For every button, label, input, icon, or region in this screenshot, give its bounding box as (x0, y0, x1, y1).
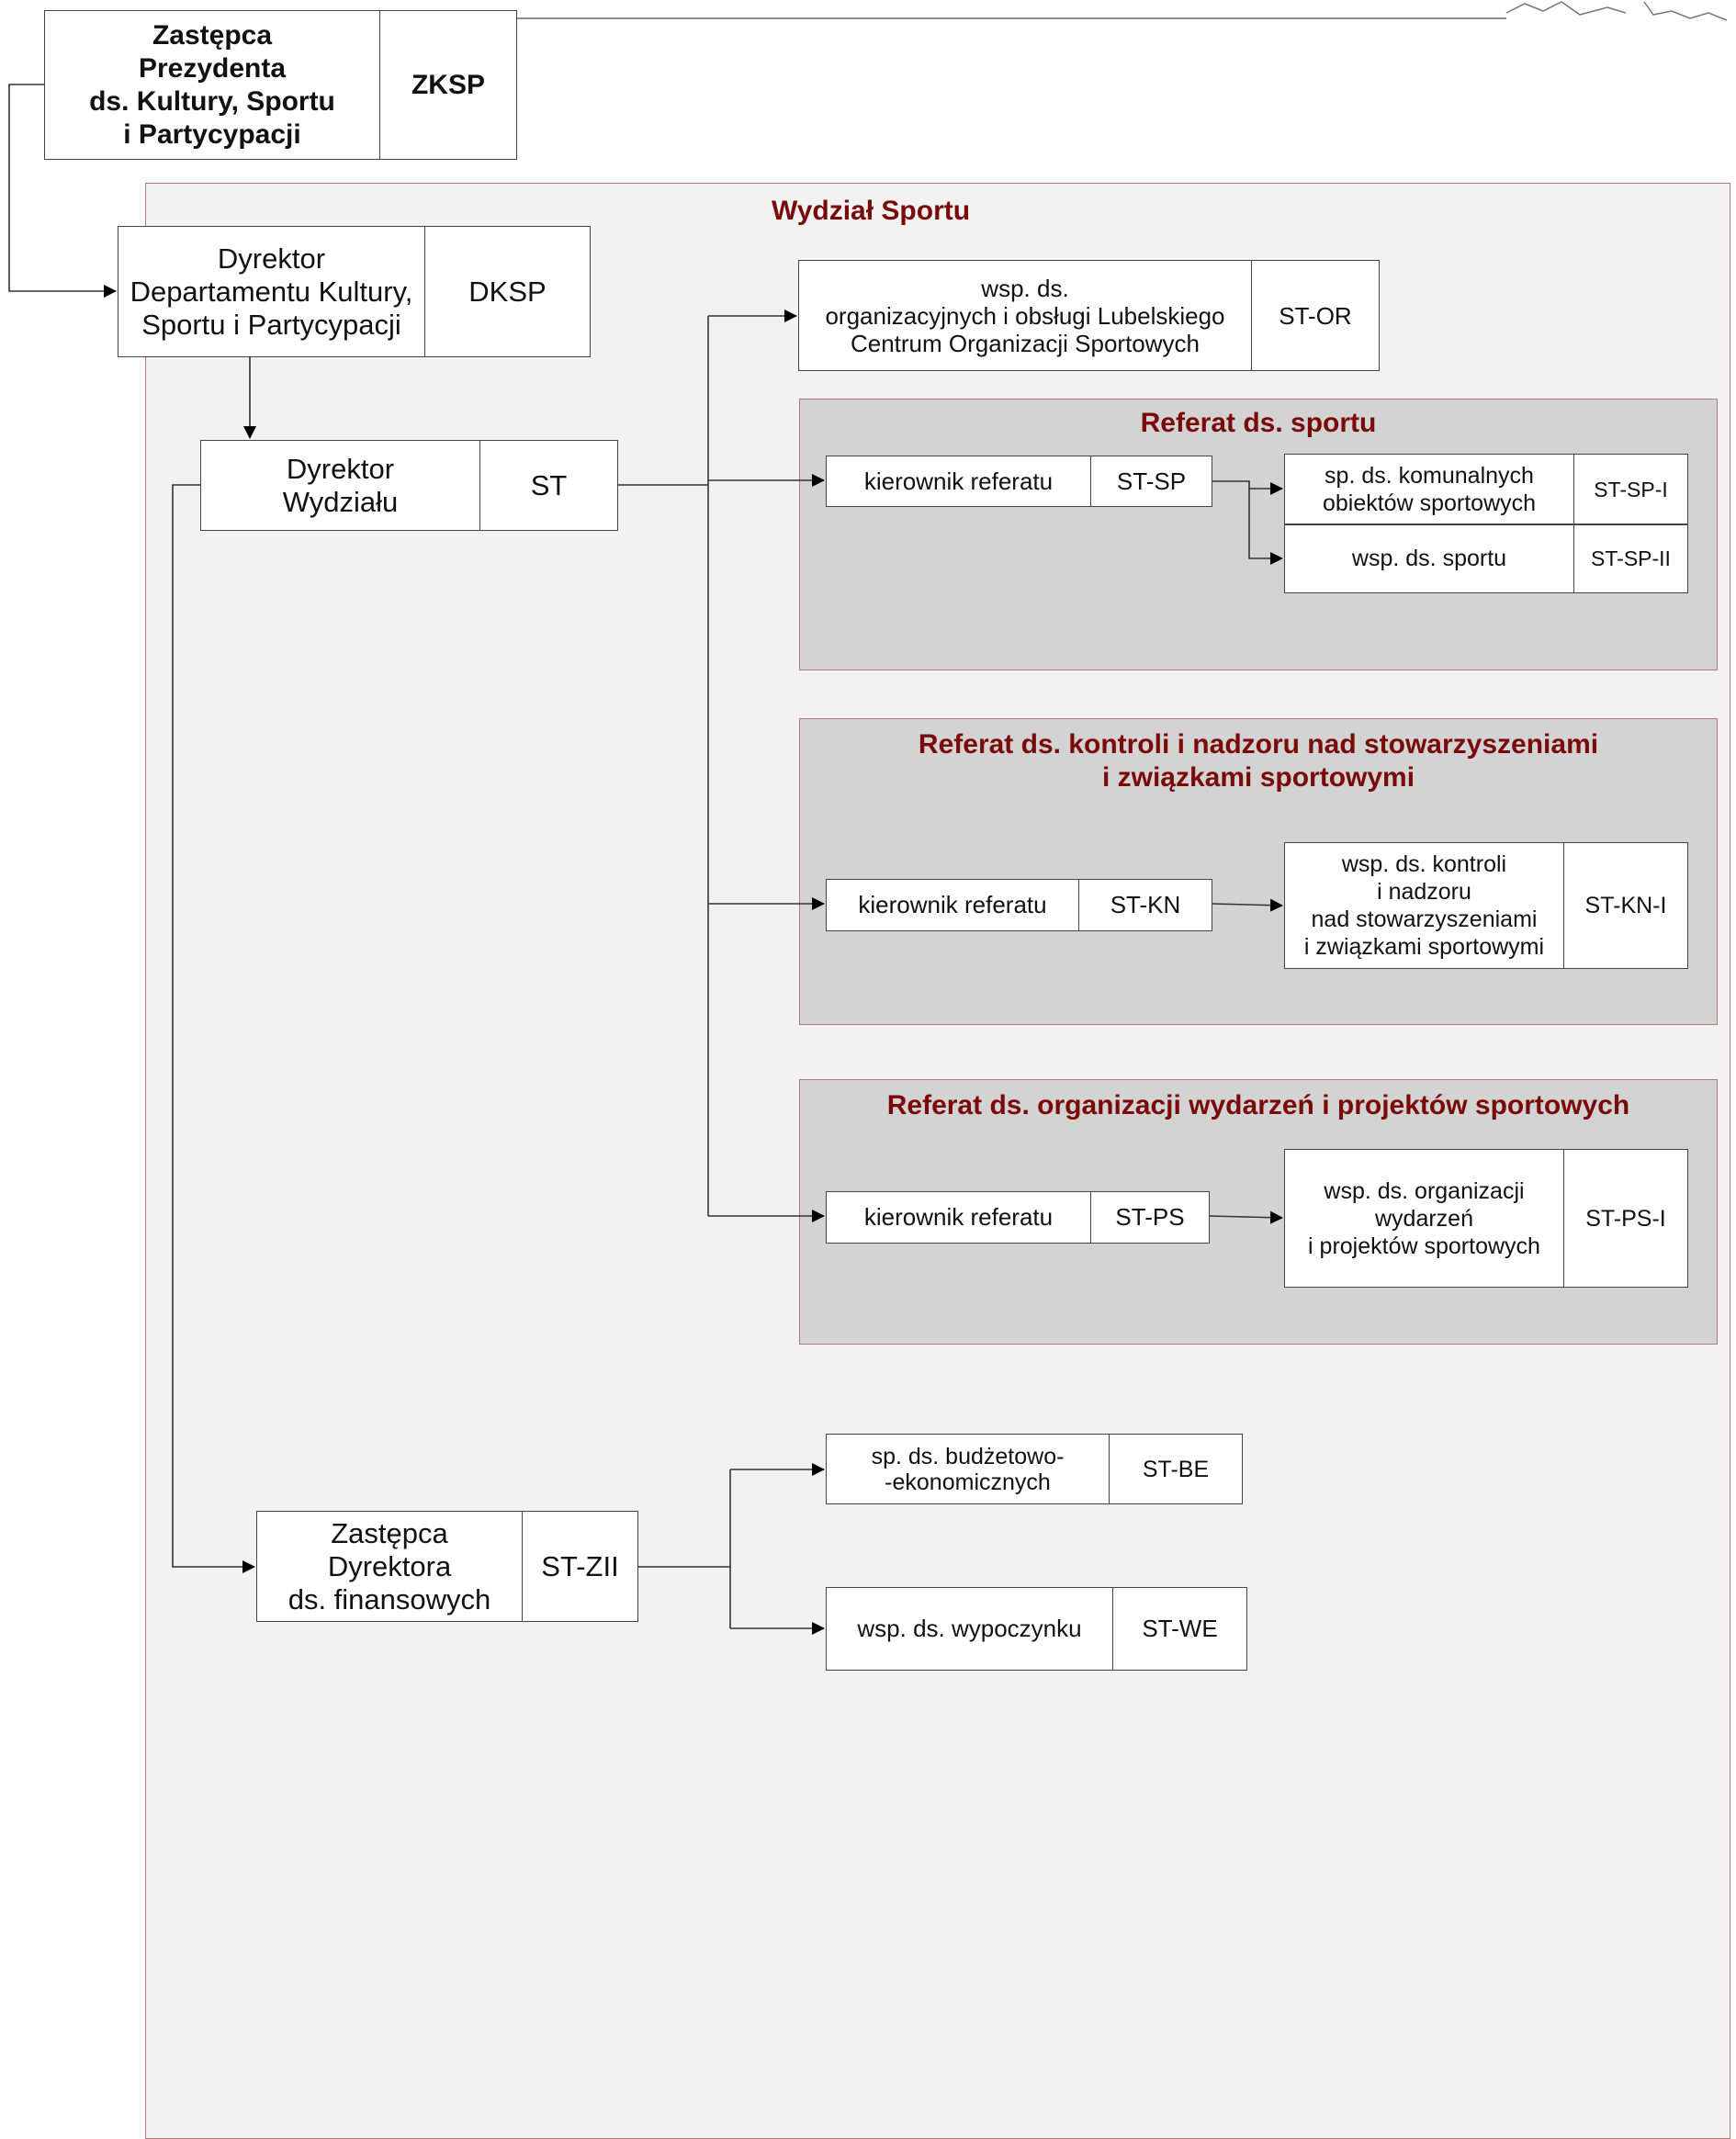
unit-box-st-sp-ii[interactable]: wsp. ds. sportu ST-SP-II (1284, 524, 1688, 593)
unit-title: wsp. ds. organizacji wydarzeń i projektó… (1308, 1177, 1540, 1259)
unit-code: ST-PS (1090, 1192, 1209, 1243)
unit-title: Dyrektor Wydziału (282, 452, 399, 518)
unit-code: ST-OR (1251, 261, 1379, 370)
map-outline-decoration (1505, 1, 1728, 21)
unit-box-st-be[interactable]: sp. ds. budżetowo- -ekonomicznych ST-BE (826, 1434, 1243, 1504)
unit-box-st-kn[interactable]: kierownik referatu ST-KN (826, 879, 1212, 931)
unit-box-st-or[interactable]: wsp. ds. organizacyjnych i obsługi Lubel… (798, 260, 1380, 371)
department-title: Wydział Sportu (771, 196, 971, 226)
unit-title: Dyrektor Departamentu Kultury, Sportu i … (130, 242, 413, 341)
unit-title: wsp. ds. kontroli i nadzoru nad stowarzy… (1303, 851, 1545, 960)
unit-title: kierownik referatu (858, 891, 1047, 918)
unit-box-st-zii[interactable]: Zastępca Dyrektora ds. finansowych ST-ZI… (256, 1511, 638, 1622)
section-title: Referat ds. organizacji wydarzeń i proje… (886, 1090, 1630, 1120)
unit-title: sp. ds. budżetowo- -ekonomicznych (871, 1443, 1065, 1495)
unit-code: ST-WE (1112, 1588, 1246, 1670)
unit-code: DKSP (424, 227, 590, 356)
section-title: Referat ds. sportu (1140, 408, 1377, 438)
unit-code: ST-BE (1109, 1435, 1242, 1503)
unit-title: Zastępca Prezydenta ds. Kultury, Sportu … (89, 19, 335, 150)
unit-box-st-ps[interactable]: kierownik referatu ST-PS (826, 1191, 1210, 1244)
unit-box-st-sp[interactable]: kierownik referatu ST-SP (826, 456, 1212, 507)
unit-code: ST-KN (1078, 880, 1212, 930)
unit-title: kierownik referatu (863, 467, 1054, 495)
unit-box-st[interactable]: Dyrektor Wydziału ST (200, 440, 618, 531)
unit-code: ST-SP-I (1573, 455, 1687, 523)
unit-code: ST-KN-I (1563, 843, 1687, 968)
unit-title: wsp. ds. wypoczynku (857, 1615, 1082, 1642)
unit-box-zksp[interactable]: Zastępca Prezydenta ds. Kultury, Sportu … (44, 10, 517, 160)
unit-code: ZKSP (379, 11, 516, 159)
unit-box-st-kn-i[interactable]: wsp. ds. kontroli i nadzoru nad stowarzy… (1284, 842, 1688, 969)
unit-code: ST-SP-II (1573, 525, 1687, 592)
unit-code: ST (479, 441, 617, 530)
section-title: Referat ds. kontroli i nadzoru nad stowa… (918, 729, 1599, 793)
unit-title: kierownik referatu (863, 1203, 1054, 1231)
unit-box-st-sp-i[interactable]: sp. ds. komunalnych obiektów sportowych … (1284, 454, 1688, 524)
unit-title: wsp. ds. sportu (1351, 546, 1507, 571)
unit-box-st-we[interactable]: wsp. ds. wypoczynku ST-WE (826, 1587, 1247, 1671)
unit-code: ST-PS-I (1563, 1150, 1687, 1287)
unit-title: sp. ds. komunalnych obiektów sportowych (1322, 462, 1537, 516)
unit-box-st-ps-i[interactable]: wsp. ds. organizacji wydarzeń i projektó… (1284, 1149, 1688, 1288)
unit-code: ST-ZII (522, 1512, 637, 1621)
unit-box-dksp[interactable]: Dyrektor Departamentu Kultury, Sportu i … (118, 226, 591, 357)
unit-code: ST-SP (1090, 456, 1212, 506)
unit-title: Zastępca Dyrektora ds. finansowych (287, 1516, 491, 1616)
unit-title: wsp. ds. organizacyjnych i obsługi Lubel… (825, 274, 1225, 357)
